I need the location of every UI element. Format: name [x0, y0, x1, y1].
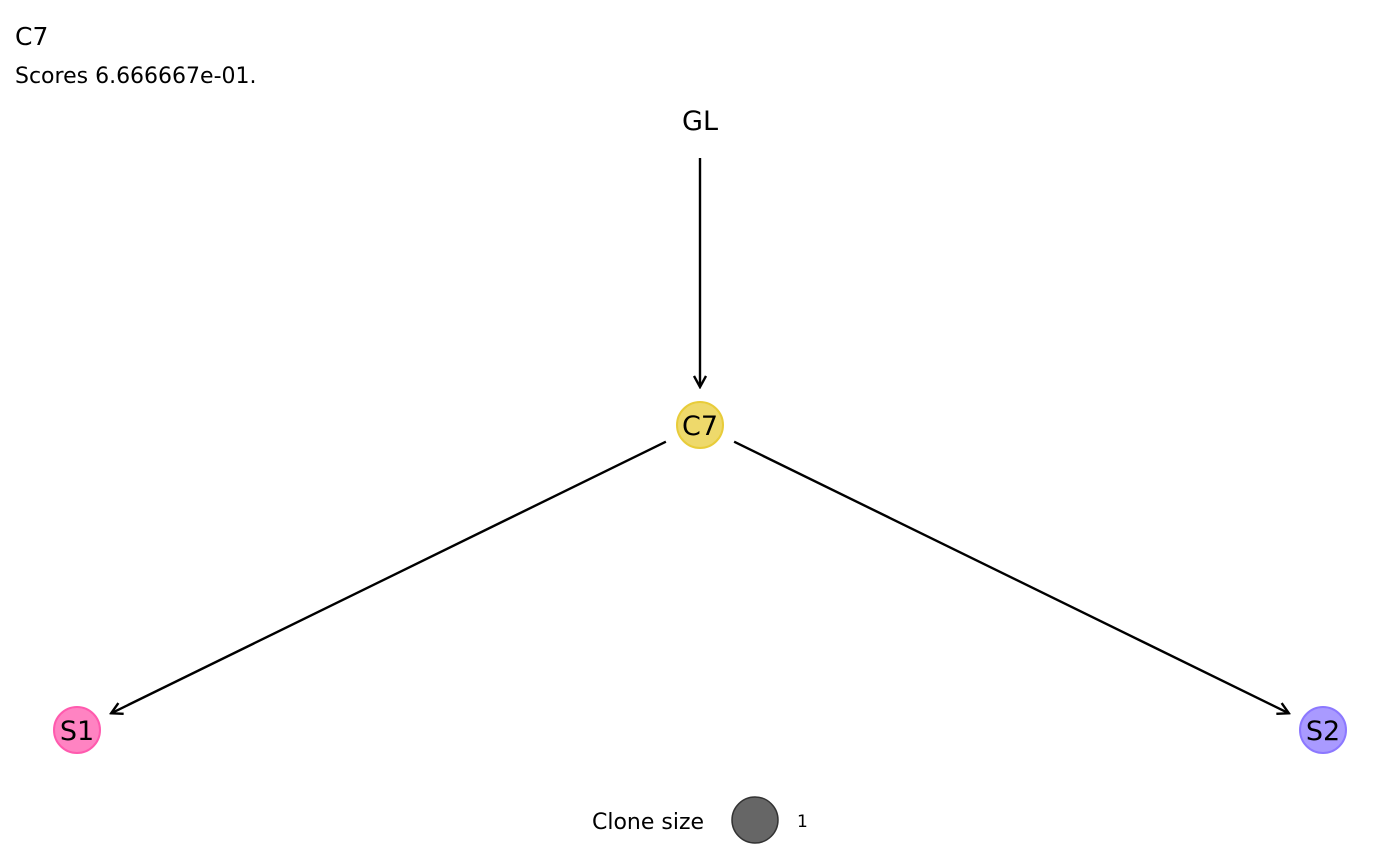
node-c7: C7 — [676, 401, 724, 449]
node-s2: S2 — [1299, 706, 1347, 754]
legend: Clone size 1 — [592, 796, 808, 844]
node-circle-s2 — [1299, 706, 1347, 754]
plot-title: C7 — [15, 22, 49, 51]
node-label-s2: S2 — [1306, 716, 1340, 747]
node-gl: GL — [682, 106, 718, 137]
legend-label: Clone size — [592, 810, 704, 835]
node-label-gl: GL — [682, 106, 718, 137]
tree-edges — [111, 158, 1289, 713]
edge-c7-s1 — [111, 440, 667, 714]
legend-value: 1 — [797, 812, 808, 832]
legend-clone-size-circle — [731, 796, 779, 844]
node-label-c7: C7 — [682, 411, 718, 442]
edge-c7-s2 — [733, 440, 1289, 714]
plot-subtitle: Scores 6.666667e-01. — [15, 64, 257, 89]
node-s1: S1 — [53, 706, 101, 754]
node-circle-s1 — [53, 706, 101, 754]
node-circle-c7 — [676, 401, 724, 449]
node-label-s1: S1 — [60, 716, 94, 747]
